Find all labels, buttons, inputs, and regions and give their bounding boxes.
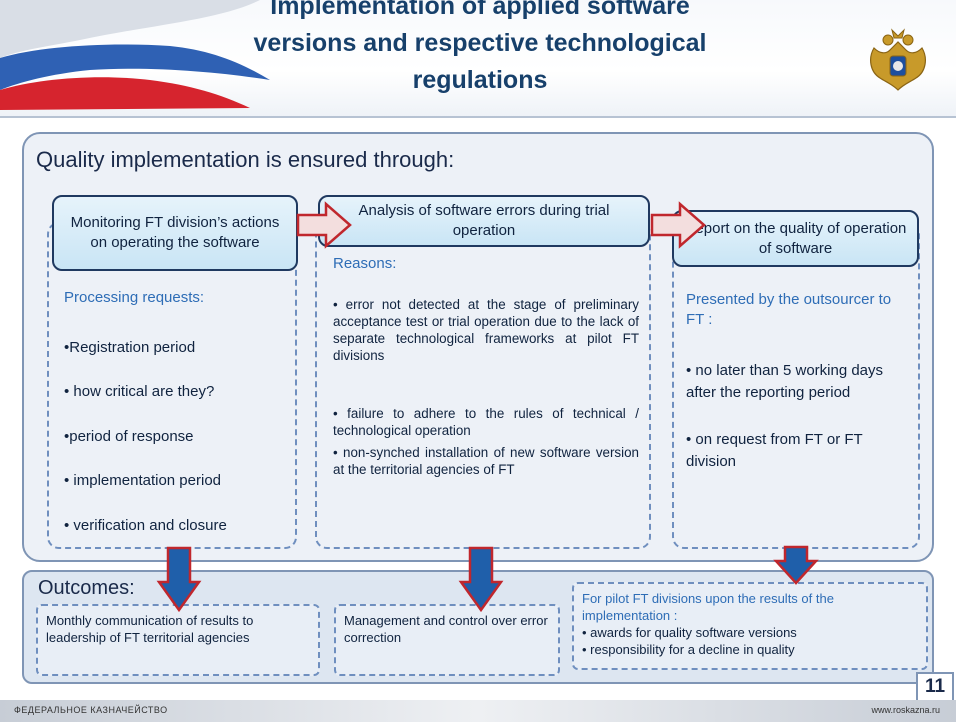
list-item: • verification and closure [64, 517, 227, 534]
main-heading: Quality implementation is ensured throug… [36, 147, 455, 172]
list-item: • on request from FT or FT division [686, 431, 863, 470]
column-monitoring-header: Monitoring FT division’s actions on oper… [52, 195, 298, 271]
column-analysis-subheading: Reasons: [333, 255, 397, 272]
outcomes-heading: Outcomes: [38, 577, 135, 599]
column-analysis-header: Analysis of software errors during trial… [318, 195, 650, 247]
footer-website-link[interactable]: www.roskazna.ru [871, 705, 940, 715]
list-item: • no later than 5 working days after the… [686, 362, 884, 401]
column-report-subheading: Presented by the outsourcer to FT : [686, 291, 892, 328]
outcome-box-management: Management and control over error correc… [334, 604, 560, 676]
header-divider [0, 116, 956, 118]
outcome-box-pilot-divisions: For pilot FT divisions upon the results … [572, 582, 928, 670]
down-arrow-icon [156, 546, 202, 613]
slide-title: Implementation of applied software versi… [253, 0, 707, 94]
outcome-box-communication: Monthly communication of results to lead… [36, 604, 320, 676]
list-item: • error not detected at the stage of pre… [333, 297, 639, 363]
list-item: • non-synched installation of new softwa… [333, 445, 639, 477]
list-item: • how critical are they? [64, 383, 215, 400]
right-arrow-icon [650, 201, 706, 249]
column-report-header: Report on the quality of operation of so… [672, 210, 919, 267]
double-headed-eagle-emblem [870, 28, 926, 91]
list-item: •period of response [64, 428, 194, 445]
footer-organization: ФЕДЕРАЛЬНОЕ КАЗНАЧЕЙСТВО [14, 705, 168, 715]
outcome-lead: For pilot FT divisions upon the results … [582, 591, 834, 623]
list-item: • awards for quality software versions [582, 625, 797, 640]
list-item: • implementation period [64, 472, 222, 489]
list-item: • failure to adhere to the rules of tech… [333, 406, 639, 438]
page-number: 11 [916, 672, 954, 702]
slide-footer [0, 700, 956, 722]
down-arrow-icon [773, 545, 819, 585]
list-item: •Registration period [64, 339, 196, 356]
list-item: • responsibility for a decline in qualit… [582, 642, 795, 657]
russian-flag-graphic [0, 0, 270, 110]
down-arrow-icon [458, 546, 504, 613]
column-monitoring-subheading: Processing requests: [64, 289, 205, 306]
right-arrow-icon [296, 201, 352, 249]
